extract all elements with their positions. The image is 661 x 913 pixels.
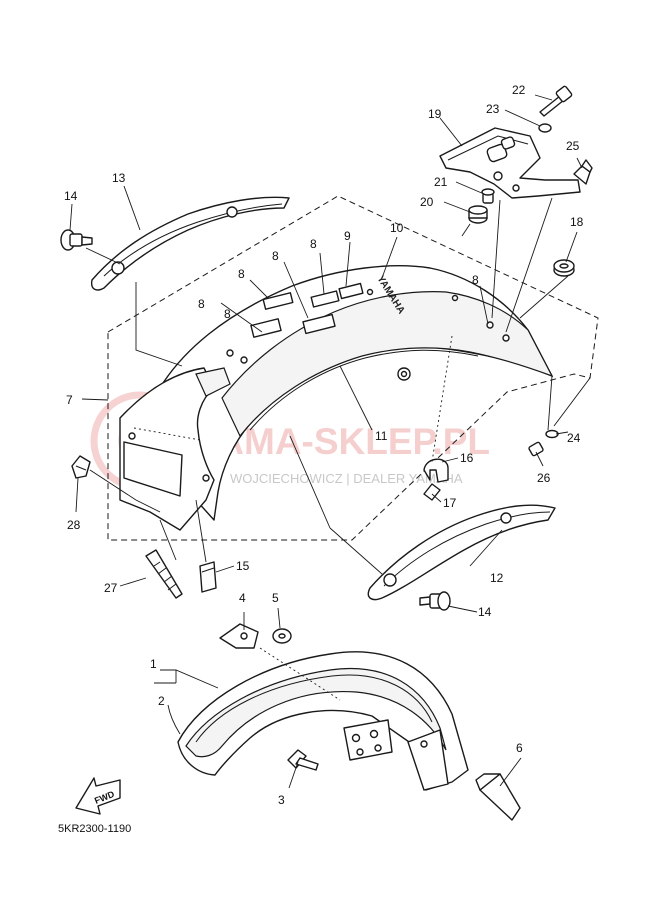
- callout-11: 11: [375, 429, 388, 443]
- catalog-code: 5KR2300-1190: [58, 823, 131, 835]
- callout-28: 28: [67, 518, 81, 532]
- part-6-cover: [475, 773, 521, 821]
- part-10-rear-fender: YAMAHA: [151, 265, 554, 521]
- part-27-screw: [145, 549, 183, 599]
- callout-25: 25: [566, 139, 580, 153]
- sticker-8-c: [302, 313, 336, 335]
- callout-14-lower: 14: [478, 605, 492, 619]
- sticker-8-a: [262, 292, 294, 310]
- part-17-screw: [423, 483, 441, 501]
- callout-10: 10: [390, 221, 404, 235]
- callout-18: 18: [570, 215, 584, 229]
- part-20-grommet: [468, 205, 488, 224]
- callout-15: 15: [236, 559, 250, 573]
- part-7-inner-fender: [119, 367, 231, 531]
- part-12-lower-rail-cover: [367, 504, 556, 601]
- callout-20: 20: [420, 195, 434, 209]
- callout-5: 5: [272, 591, 279, 605]
- part-25-cap-nut: [573, 159, 593, 185]
- part-19-bracket: [439, 127, 581, 199]
- callout-6: 6: [516, 741, 523, 755]
- sticker-8-d: [310, 290, 340, 308]
- assembly-frame-outline: [107, 195, 599, 541]
- part-22-bolt: [539, 85, 573, 117]
- watermark-sub-text: WOJCIECHOWICZ | DEALER YAMAHA: [230, 471, 463, 486]
- part-28-clip-nut: [71, 455, 91, 479]
- callout-9: 9: [344, 229, 351, 243]
- callout-14-upper: 14: [64, 189, 78, 203]
- callout-2: 2: [158, 694, 165, 708]
- callout-19: 19: [428, 107, 442, 121]
- callout-8-e: 8: [472, 273, 479, 287]
- callout-27: 27: [104, 581, 118, 595]
- callout-8-b: 8: [238, 267, 245, 281]
- callout-13: 13: [112, 171, 126, 185]
- part-4-clip: [219, 623, 259, 649]
- part-14-bolt-lower: [419, 591, 451, 611]
- callout-1: 1: [150, 657, 157, 671]
- callout-8-c: 8: [272, 249, 279, 263]
- part-21-collar: [481, 188, 495, 204]
- part-26-nut: [528, 441, 544, 457]
- part-1-front-fender: [177, 651, 469, 791]
- callout-16: 16: [460, 451, 474, 465]
- callout-12: 12: [490, 571, 504, 585]
- part-13-rear-rail-cover: [90, 196, 290, 291]
- callout-8-a: 8: [198, 297, 205, 311]
- callout-4: 4: [239, 591, 246, 605]
- callout-labels: 1 2 3 4 5 6 7 8 8 8 8 8 8 9 10 11 12 13 …: [64, 83, 584, 807]
- part-18-grommet: [553, 259, 575, 277]
- sticker-9: [338, 282, 364, 300]
- part-3-bolt: [287, 749, 319, 771]
- part-14-bolt-upper: [60, 229, 93, 251]
- part-5-nut: [272, 628, 292, 644]
- callout-17: 17: [443, 496, 457, 510]
- callout-26: 26: [537, 471, 551, 485]
- sticker-8-b: [250, 318, 282, 338]
- forward-direction-arrow: FWD: [75, 777, 121, 815]
- callout-8-d: 8: [310, 237, 317, 251]
- part-23-washer: [538, 123, 552, 133]
- callout-7: 7: [66, 393, 73, 407]
- callout-3: 3: [278, 793, 285, 807]
- callout-24: 24: [567, 431, 581, 445]
- callout-8-f: 8: [224, 307, 231, 321]
- callout-22: 22: [512, 83, 526, 97]
- part-16-clamp: [423, 458, 449, 483]
- part-15-cushion: [199, 561, 217, 593]
- callout-21: 21: [434, 175, 448, 189]
- callout-23: 23: [486, 102, 500, 116]
- leader-lines: [69, 94, 591, 789]
